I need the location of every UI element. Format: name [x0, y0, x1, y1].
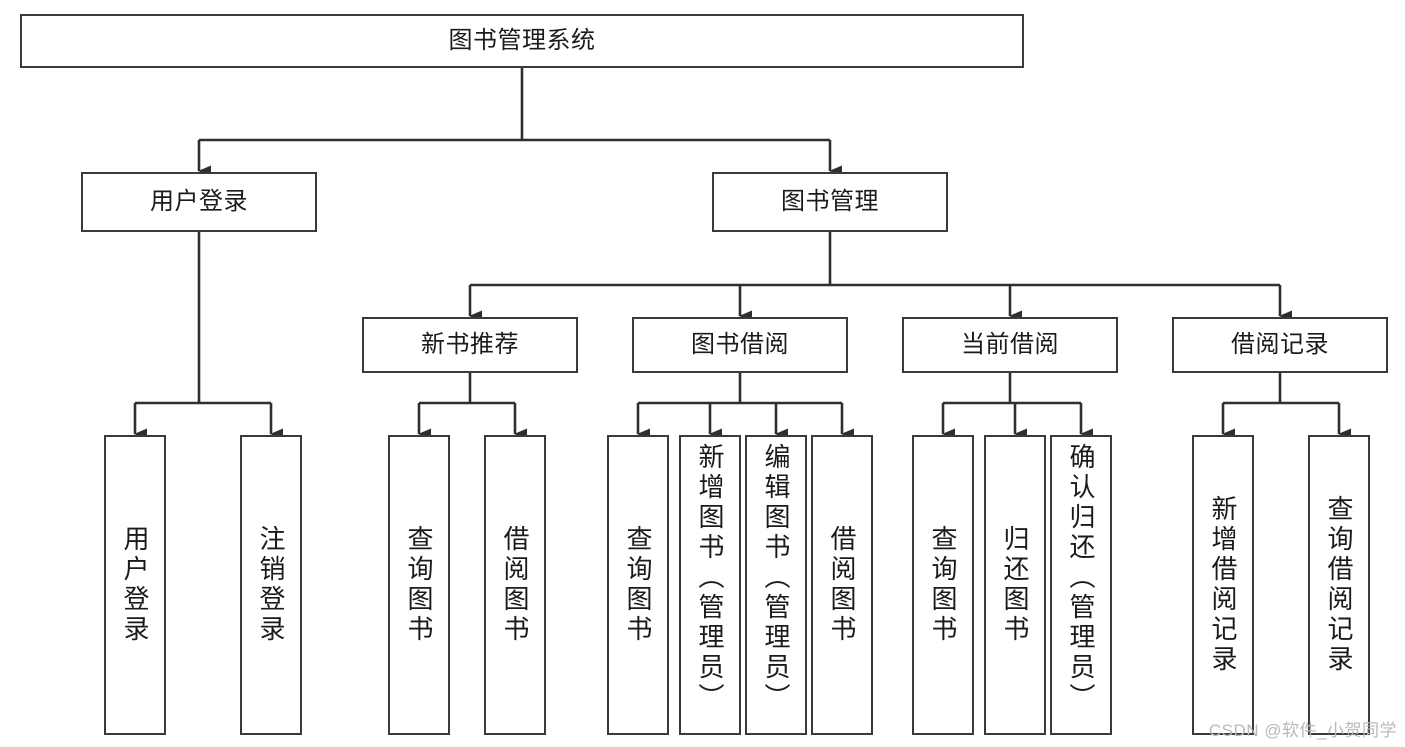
node-label: 归还图书	[1000, 525, 1030, 645]
node-book-borrow[interactable]: 图书借阅	[632, 317, 848, 373]
node-leaf-edit-book-admin[interactable]: 编辑图书（管理员）	[745, 435, 807, 735]
node-label: 新书推荐	[421, 331, 519, 358]
node-leaf-query-borrow-record[interactable]: 查询借阅记录	[1308, 435, 1370, 735]
node-label: 新增借阅记录	[1208, 495, 1238, 675]
node-label: 借阅记录	[1231, 331, 1329, 358]
node-label: 新增图书（管理员）	[695, 443, 725, 713]
node-label: 查询图书	[928, 525, 958, 645]
watermark-text: CSDN @软件_小贺同学	[1208, 721, 1397, 740]
node-leaf-logout[interactable]: 注销登录	[240, 435, 302, 735]
node-label: 编辑图书（管理员）	[761, 443, 791, 713]
node-leaf-query-book-rec[interactable]: 查询图书	[388, 435, 450, 735]
node-leaf-borrow-book-borrow[interactable]: 借阅图书	[811, 435, 873, 735]
node-label: 图书管理系统	[448, 27, 596, 54]
node-label: 图书借阅	[691, 331, 789, 358]
node-label: 借阅图书	[500, 525, 530, 645]
node-label: 查询图书	[404, 525, 434, 645]
node-leaf-confirm-return-admin[interactable]: 确认归还（管理员）	[1050, 435, 1112, 735]
node-leaf-query-book-borrow[interactable]: 查询图书	[607, 435, 669, 735]
node-label: 确认归还（管理员）	[1066, 443, 1096, 713]
node-user-login[interactable]: 用户登录	[81, 172, 317, 232]
node-leaf-user-login[interactable]: 用户登录	[104, 435, 166, 735]
node-root[interactable]: 图书管理系统	[20, 14, 1024, 68]
node-leaf-add-book-admin[interactable]: 新增图书（管理员）	[679, 435, 741, 735]
node-label: 借阅图书	[827, 525, 857, 645]
node-new-book-recommend[interactable]: 新书推荐	[362, 317, 578, 373]
node-leaf-query-book-current[interactable]: 查询图书	[912, 435, 974, 735]
node-label: 图书管理	[781, 188, 879, 215]
node-label: 当前借阅	[961, 331, 1059, 358]
node-label: 用户登录	[150, 188, 248, 215]
node-label: 查询图书	[623, 525, 653, 645]
node-leaf-return-book[interactable]: 归还图书	[984, 435, 1046, 735]
node-borrow-records[interactable]: 借阅记录	[1172, 317, 1388, 373]
node-leaf-borrow-book-rec[interactable]: 借阅图书	[484, 435, 546, 735]
node-label: 用户登录	[120, 525, 150, 645]
node-book-management[interactable]: 图书管理	[712, 172, 948, 232]
node-label: 查询借阅记录	[1324, 495, 1354, 675]
node-label: 注销登录	[256, 525, 286, 645]
node-leaf-add-borrow-record[interactable]: 新增借阅记录	[1192, 435, 1254, 735]
node-current-borrow[interactable]: 当前借阅	[902, 317, 1118, 373]
